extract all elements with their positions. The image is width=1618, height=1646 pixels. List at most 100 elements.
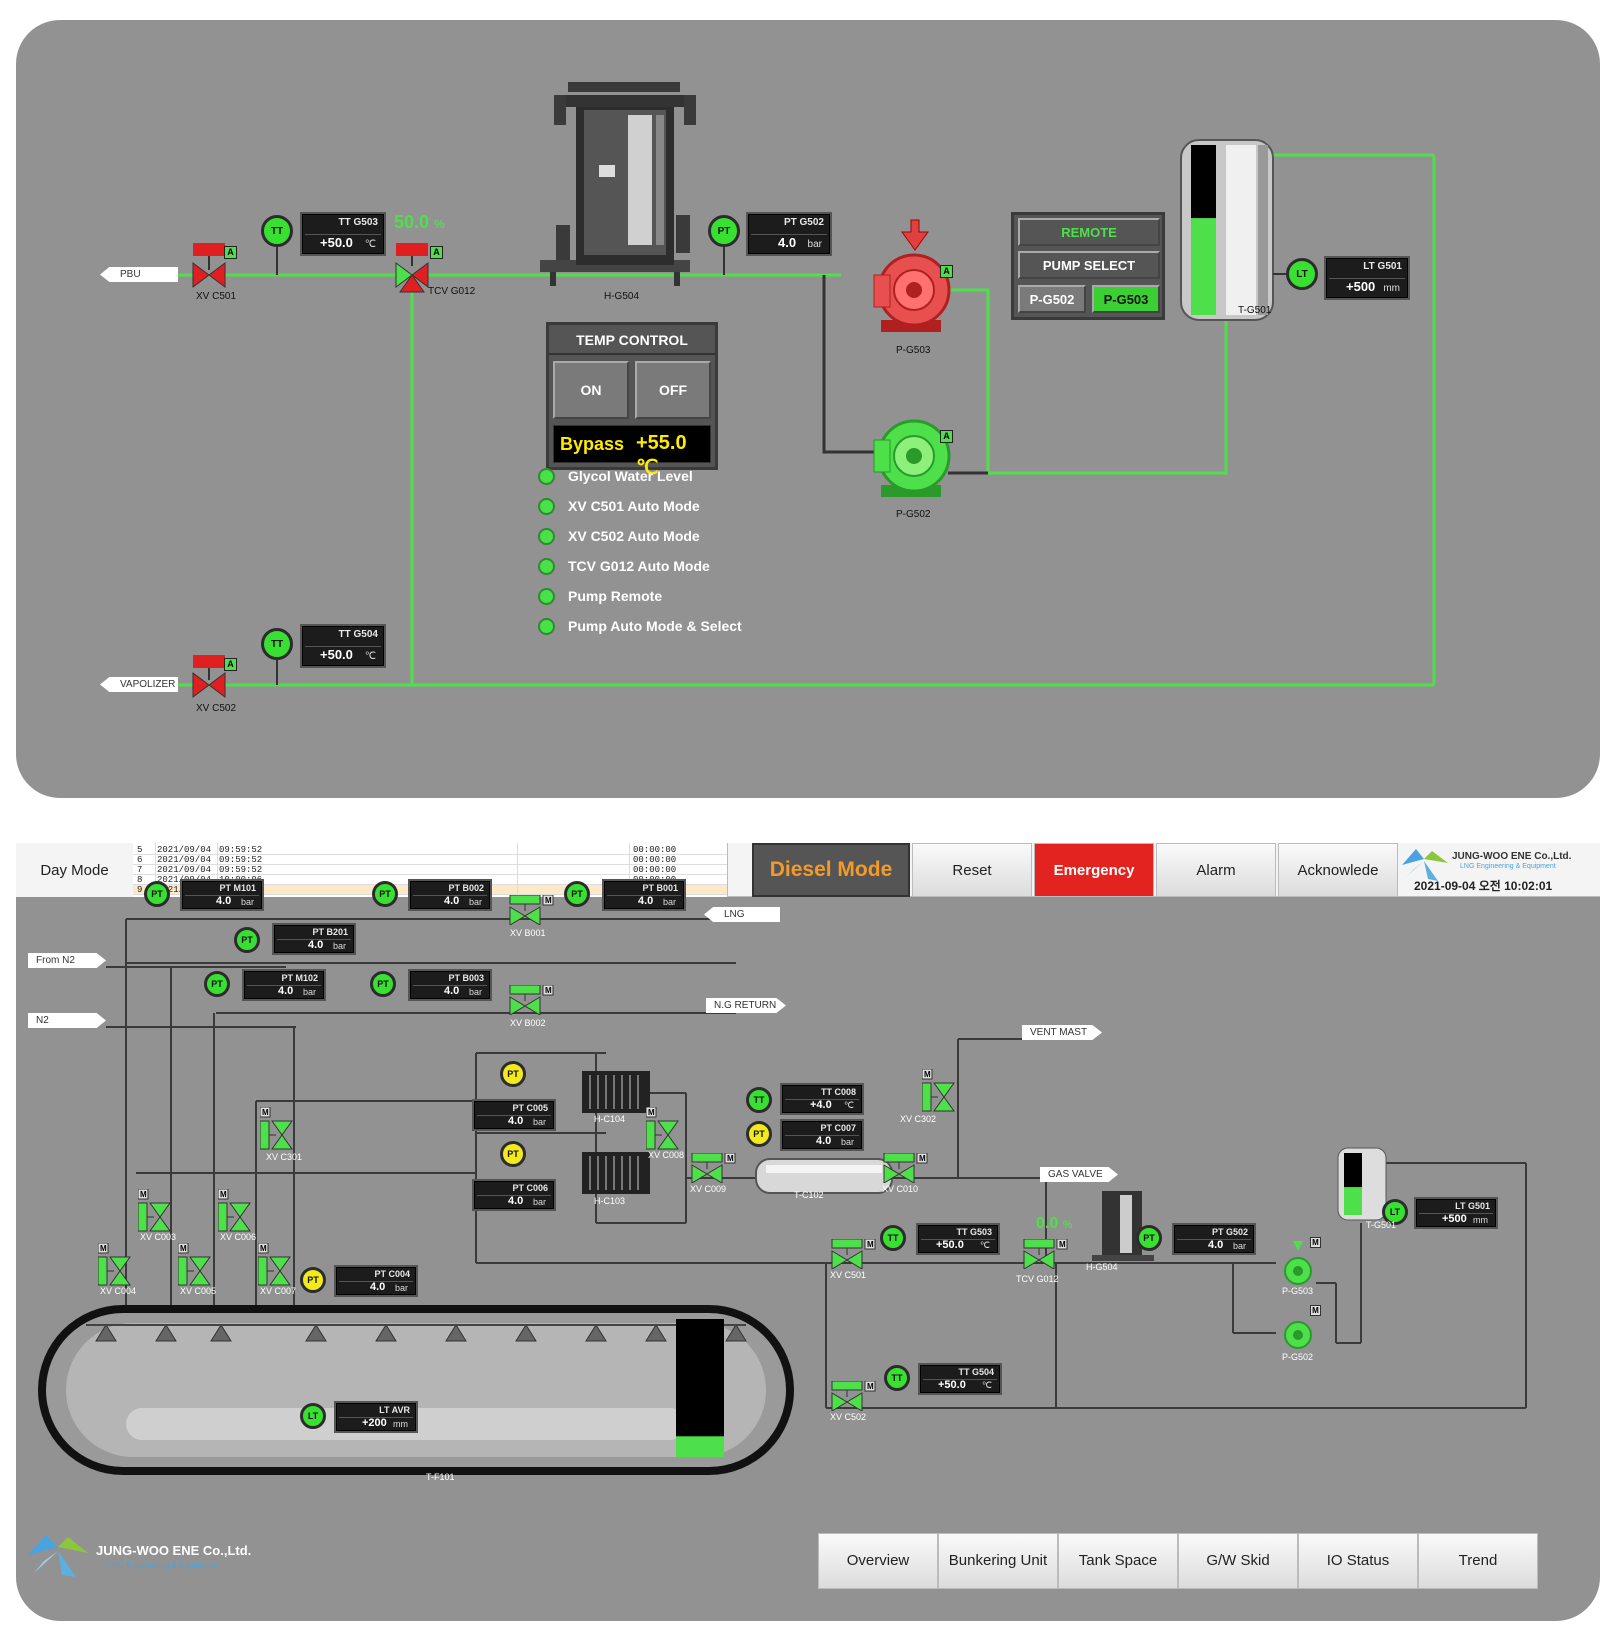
pump-p-g503 [873, 219, 951, 332]
h-c103-label: H-C103 [594, 1196, 626, 1206]
status-led [538, 588, 555, 605]
xv-c007-valve[interactable]: M [258, 1243, 292, 1287]
svg-text:M: M [924, 1070, 931, 1079]
log-cell: 09:59:52 [219, 855, 263, 865]
status-led-label: XV C502 Auto Mode [568, 528, 700, 544]
remote-indicator: REMOTE [1018, 218, 1160, 246]
lt-instrument: LT [1286, 258, 1318, 290]
tt-instrument: TT [261, 215, 293, 247]
svg-text:M: M [180, 1244, 187, 1253]
svg-text:M: M [545, 986, 552, 995]
tt-instrument: TT [746, 1087, 772, 1113]
heater-h-c103 [582, 1152, 650, 1194]
tt-g503-display: TT G503+50.0℃ [300, 212, 386, 256]
xv-c004-label: XV C004 [100, 1286, 137, 1296]
temp-control-on-button[interactable]: ON [553, 361, 629, 419]
xv-c301-valve[interactable]: M [260, 1107, 294, 1151]
xv-c010-valve[interactable]: M [882, 1153, 928, 1183]
xv-c501-valve[interactable]: M [830, 1239, 876, 1269]
pump-select-p-g503-button[interactable]: P-G503 [1092, 285, 1160, 313]
pt-instrument: PT [234, 927, 260, 953]
xv-c502-valve [192, 655, 226, 698]
log-cell: 8 [137, 875, 143, 885]
tcv-g012-percent-readout: 0.0 % [1036, 1215, 1073, 1232]
emergency-button[interactable]: Emergency [1034, 843, 1154, 897]
svg-text:M: M [262, 1108, 269, 1117]
pt-instrument: PT [500, 1061, 526, 1087]
p-g503-label: P-G503 [1282, 1286, 1314, 1296]
tank-t-c102 [755, 1158, 893, 1194]
tt-g504-display: TT G504+50.0℃ [918, 1363, 1002, 1395]
pump-select-title: PUMP SELECT [1018, 251, 1160, 279]
tank-t-g501 [1180, 139, 1274, 321]
log-cell: 00:00:00 [633, 855, 677, 865]
heater-h-c104 [582, 1071, 650, 1113]
alarm-button[interactable]: Alarm [1156, 843, 1276, 897]
diesel-mode-button[interactable]: Diesel Mode [752, 843, 910, 897]
status-led-label: XV C501 Auto Mode [568, 498, 700, 514]
nav-bunkering-unit-button[interactable]: Bunkering Unit [938, 1533, 1058, 1589]
top-hmi-panel: PBU VAPOLIZER A A A A A XV C501 XV C502 … [16, 20, 1600, 798]
xv-c003-label: XV C003 [140, 1232, 177, 1242]
temp-control-panel: TEMP CONTROL ON OFF Bypass +55.0 ℃ [546, 322, 718, 479]
xv-c004-valve[interactable]: M [98, 1243, 132, 1287]
nav-overview-button[interactable]: Overview [818, 1533, 938, 1589]
heater-h-g504-small [1092, 1191, 1154, 1261]
log-cell: 7 [137, 865, 143, 875]
xv-c009-valve[interactable]: M [690, 1153, 736, 1183]
xv-c007-label: XV C007 [260, 1286, 297, 1296]
status-led [538, 618, 555, 635]
log-cell: 09:59:52 [219, 865, 263, 875]
status-led-label: Pump Auto Mode & Select [568, 618, 742, 634]
current-datetime: 2021-09-04 오전 10:02:01 [1414, 879, 1553, 893]
nav-tank-space-button[interactable]: Tank Space [1058, 1533, 1178, 1589]
t-f101-label: T-F101 [426, 1472, 455, 1482]
status-led-label: Pump Remote [568, 588, 663, 604]
xv-c502-valve[interactable]: M [830, 1381, 876, 1411]
xv-b001-valve[interactable]: M [508, 895, 554, 925]
lng-filling-flag: LNG FILLING [704, 907, 780, 922]
tt-instrument: TT [261, 628, 293, 660]
xv-c009-label: XV C009 [690, 1184, 727, 1194]
p-g502-label: P-G502 [896, 509, 931, 520]
temp-control-off-button[interactable]: OFF [635, 361, 711, 419]
xv-c006-valve[interactable]: M [218, 1189, 252, 1233]
status-led-label: Glycol Water Level [568, 468, 693, 484]
tcv-g012-valve[interactable]: M [1022, 1239, 1068, 1269]
acknowledge-button[interactable]: Acknowlede [1278, 843, 1398, 897]
day-mode-button[interactable]: Day Mode [16, 843, 133, 897]
xv-b002-label: XV B002 [510, 1018, 546, 1028]
lt-instrument: LT [300, 1403, 326, 1429]
reset-button[interactable]: Reset [912, 843, 1032, 897]
xv-c302-valve[interactable]: M [922, 1069, 956, 1113]
tt-instrument: TT [880, 1225, 906, 1251]
pt-instrument: PT [204, 971, 230, 997]
nav-io-status-button[interactable]: IO Status [1298, 1533, 1418, 1589]
xv-c502-label: XV C502 [830, 1412, 867, 1422]
xv-c008-valve[interactable]: M [646, 1107, 680, 1151]
xv-c003-valve[interactable]: M [138, 1189, 172, 1233]
pump-select-panel: REMOTE PUMP SELECT P-G502 P-G503 [1011, 212, 1165, 320]
pump-select-p-g502-button[interactable]: P-G502 [1018, 285, 1086, 313]
xv-c005-valve[interactable]: M [178, 1243, 212, 1287]
nav-g-w-skid-button[interactable]: G/W Skid [1178, 1533, 1298, 1589]
nav-trend-button[interactable]: Trend [1418, 1533, 1538, 1589]
pump-p-g503-small [1284, 1241, 1312, 1285]
company-subtitle: LNG Engineering & Equipment [1460, 863, 1556, 870]
tcv-g012-label: TCV G012 [1016, 1274, 1059, 1284]
h-g504-label: H-G504 [1086, 1262, 1118, 1272]
t-g501-label: T-G501 [1366, 1220, 1397, 1230]
svg-text:M: M [919, 1154, 926, 1163]
xv-b002-valve[interactable]: M [508, 985, 554, 1015]
